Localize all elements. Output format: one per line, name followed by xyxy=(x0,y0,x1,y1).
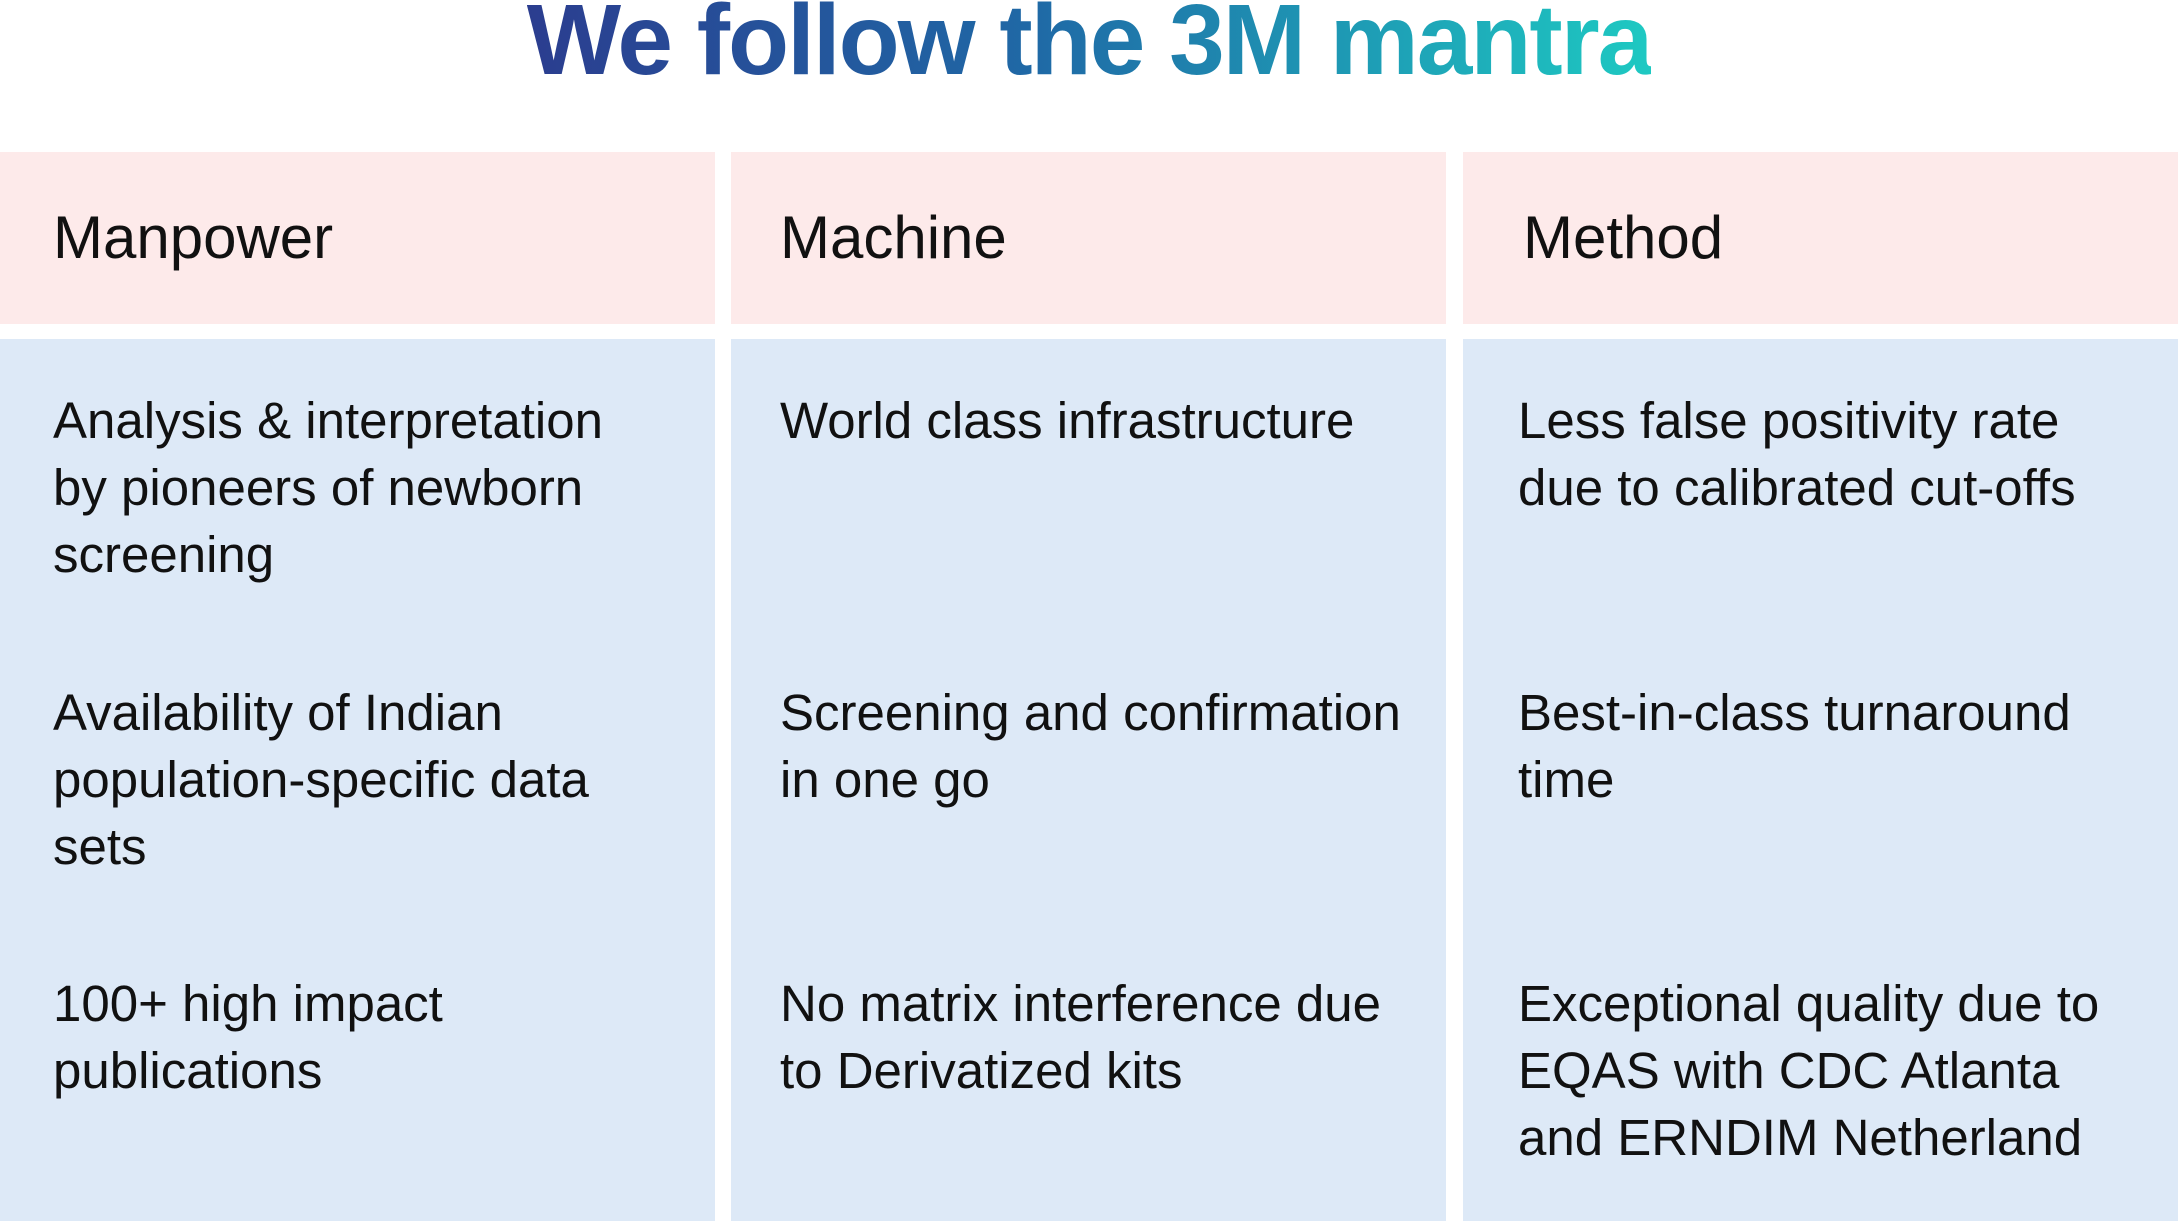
column-body: Analysis & interpretation by pioneers of… xyxy=(0,339,715,1221)
list-item: Exceptional quality due to EQAS with CDC… xyxy=(1518,975,2100,1166)
list-item: World class infrastructure xyxy=(780,392,1355,449)
column-machine: Machine World class infrastructure Scree… xyxy=(731,152,1446,1221)
column-heading: Method xyxy=(1523,204,1724,271)
column-manpower: Manpower Analysis & interpretation by pi… xyxy=(0,152,715,1221)
list-item: Best-in-class turnaround time xyxy=(1518,684,2071,808)
list-item: Analysis & interpretation by pioneers of… xyxy=(53,392,603,583)
column-header: Method xyxy=(1463,152,2178,324)
list-item: 100+ high impact publications xyxy=(53,975,443,1099)
list-item: No matrix interference due to Derivatize… xyxy=(780,975,1381,1099)
column-header: Machine xyxy=(731,152,1446,324)
column-body: Less false positivity rate due to calibr… xyxy=(1463,339,2178,1221)
column-method: Method Less false positivity rate due to… xyxy=(1463,152,2178,1221)
list-item: Screening and confirmation in one go xyxy=(780,684,1401,808)
page-title: We follow the 3M mantra xyxy=(0,0,2178,96)
column-header: Manpower xyxy=(0,152,715,324)
list-item: Less false positivity rate due to calibr… xyxy=(1518,392,2076,516)
column-heading: Manpower xyxy=(53,204,334,271)
list-item: Availability of Indian population-specif… xyxy=(53,684,589,875)
page-title-text: We follow the 3M mantra xyxy=(527,0,1654,96)
column-heading: Machine xyxy=(780,204,1007,271)
column-body: World class infrastructure Screening and… xyxy=(731,339,1446,1221)
